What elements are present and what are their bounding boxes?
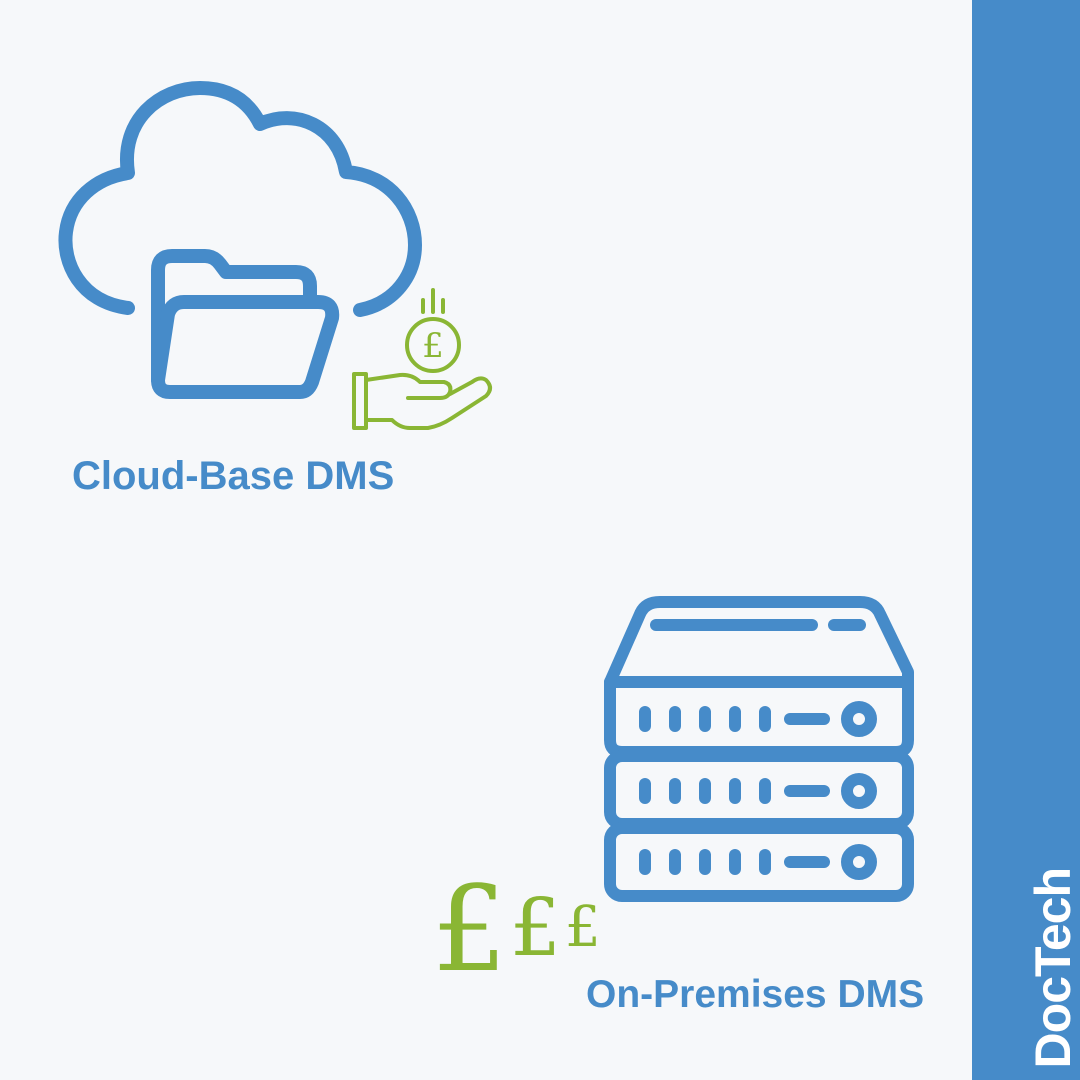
hand-coin-pound-icon: £: [352, 288, 492, 430]
illustration: £: [58, 81, 914, 902]
brand-sidebar: DocTech: [972, 0, 1080, 1080]
cloud-folder-icon: [58, 81, 422, 399]
pound-symbol-medium: £: [510, 881, 561, 974]
server-rack-icon: [604, 596, 914, 902]
doctech-logo: DocTech: [1025, 867, 1080, 1068]
pound-symbol-small: £: [565, 895, 601, 960]
pound-symbol-large: £: [432, 860, 508, 998]
on-premises-dms-label: On-Premises DMS: [586, 973, 925, 1016]
cloud-dms-label: Cloud-Base DMS: [72, 454, 395, 498]
svg-text:£: £: [422, 326, 444, 366]
